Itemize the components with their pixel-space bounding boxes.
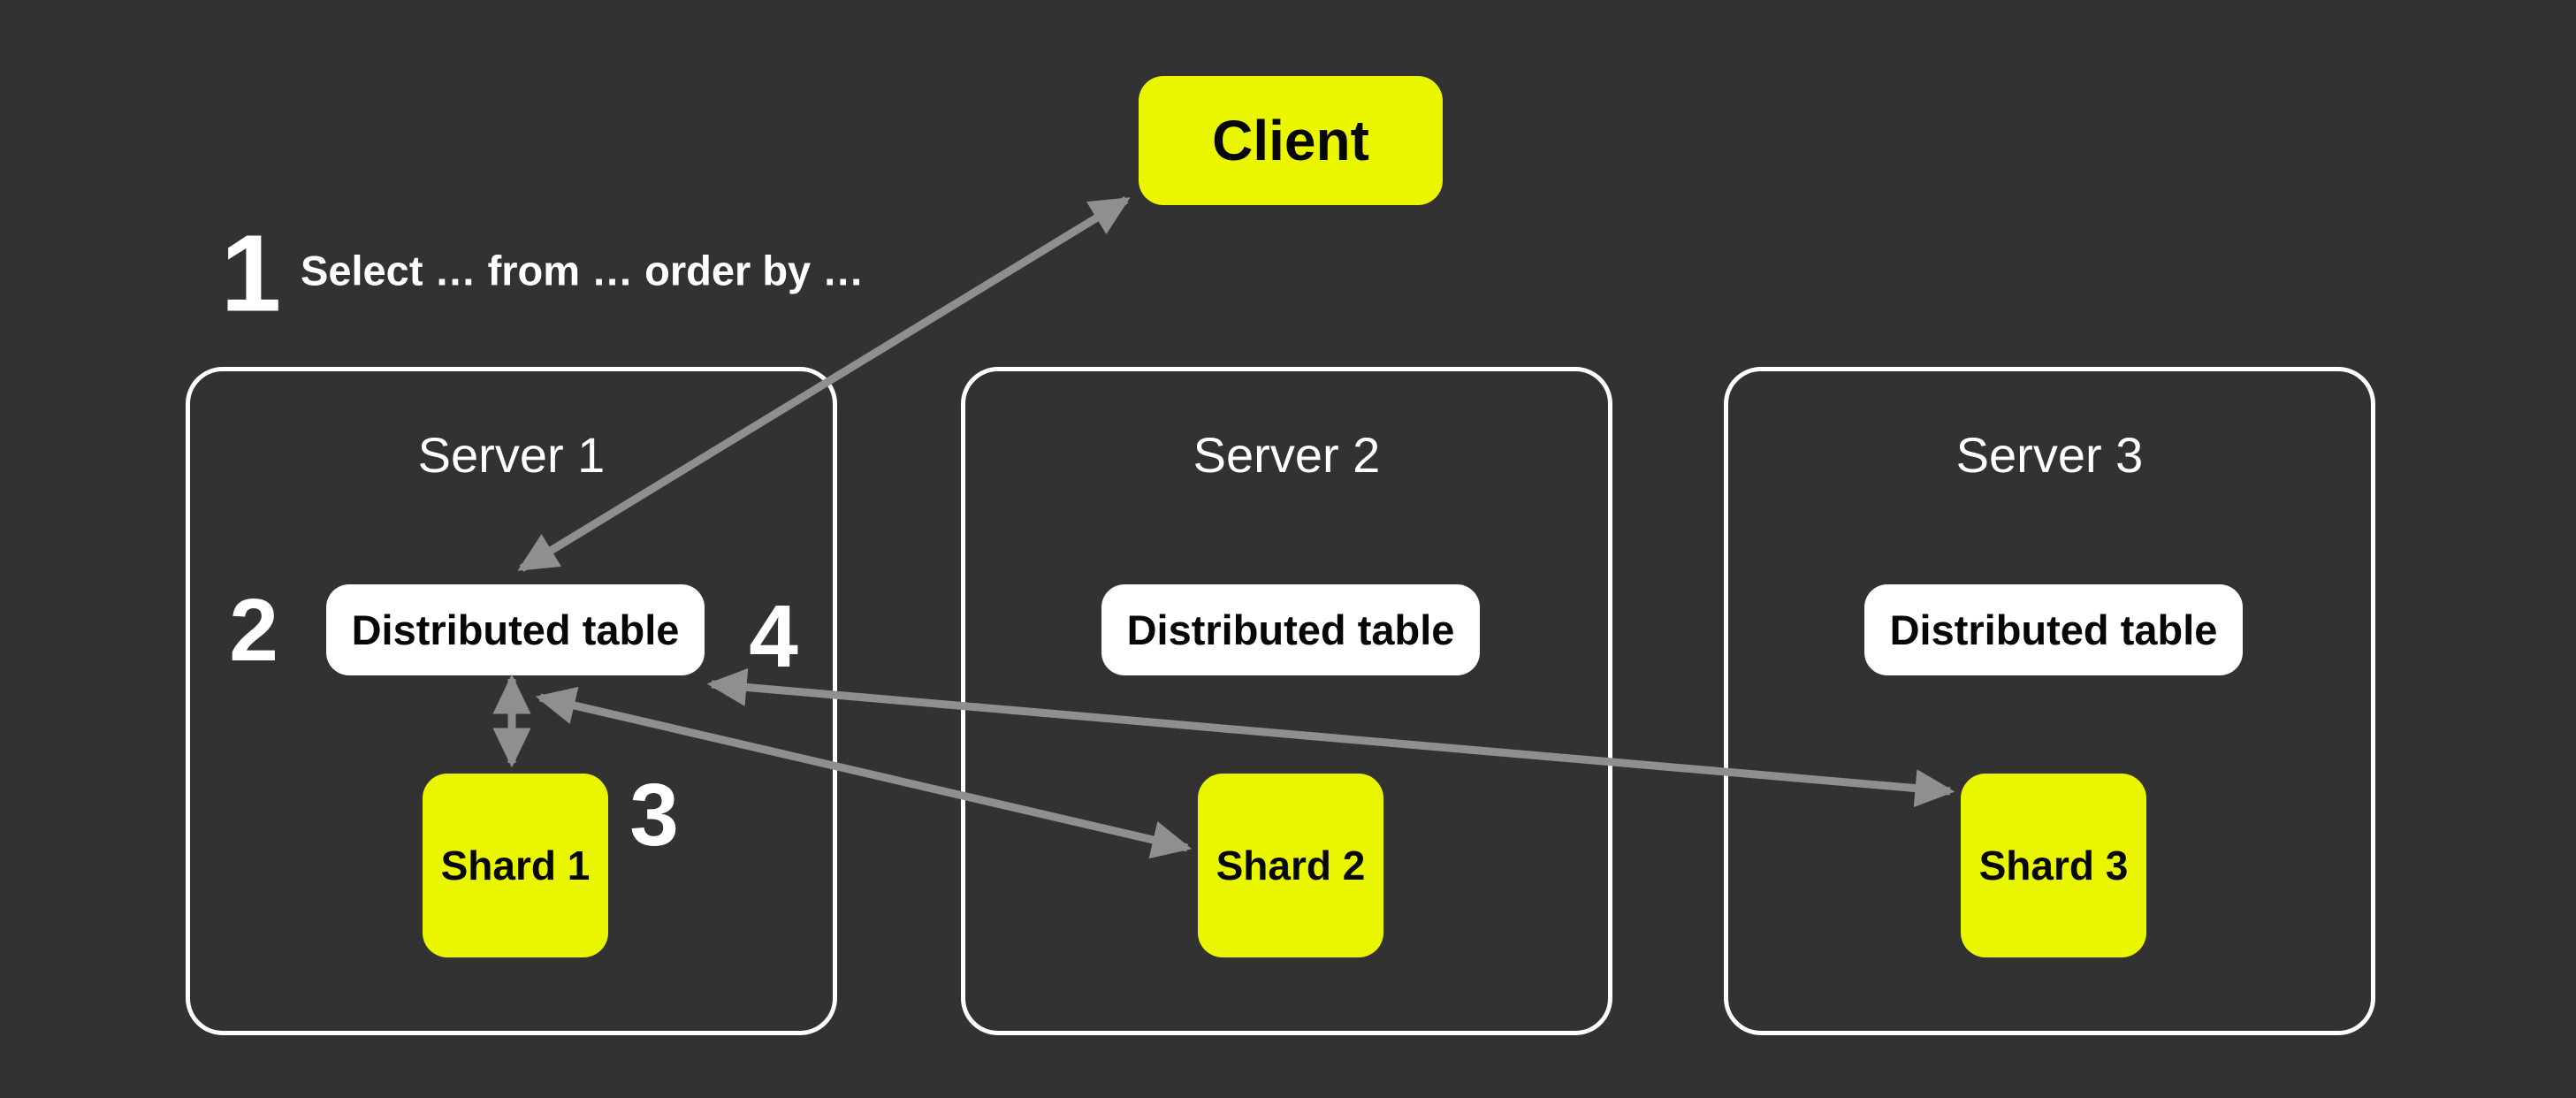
server-3-distributed-table: Distributed table [1864, 584, 2243, 675]
arrow-distributed-table-shard-3 [706, 667, 1955, 808]
arrow-client-distributed-table [517, 196, 1131, 572]
client-node: Client [1139, 76, 1443, 205]
step-1-label: 1 [220, 213, 282, 335]
server-2-box: Server 2 Distributed table Shard 2 [961, 367, 1612, 1035]
step-1-query-text: Select … from … order by … [301, 247, 865, 294]
server-1-distributed-table: Distributed table [326, 584, 705, 675]
step-4-label: 4 [749, 587, 798, 686]
server-2-title: Server 2 [1193, 427, 1381, 483]
server-2-distributed-table: Distributed table [1101, 584, 1480, 675]
server-3-shard: Shard 3 [1961, 774, 2146, 957]
step-2-label: 2 [229, 581, 278, 680]
step-3-label: 3 [629, 766, 679, 865]
server-3-title: Server 3 [1955, 427, 2144, 483]
